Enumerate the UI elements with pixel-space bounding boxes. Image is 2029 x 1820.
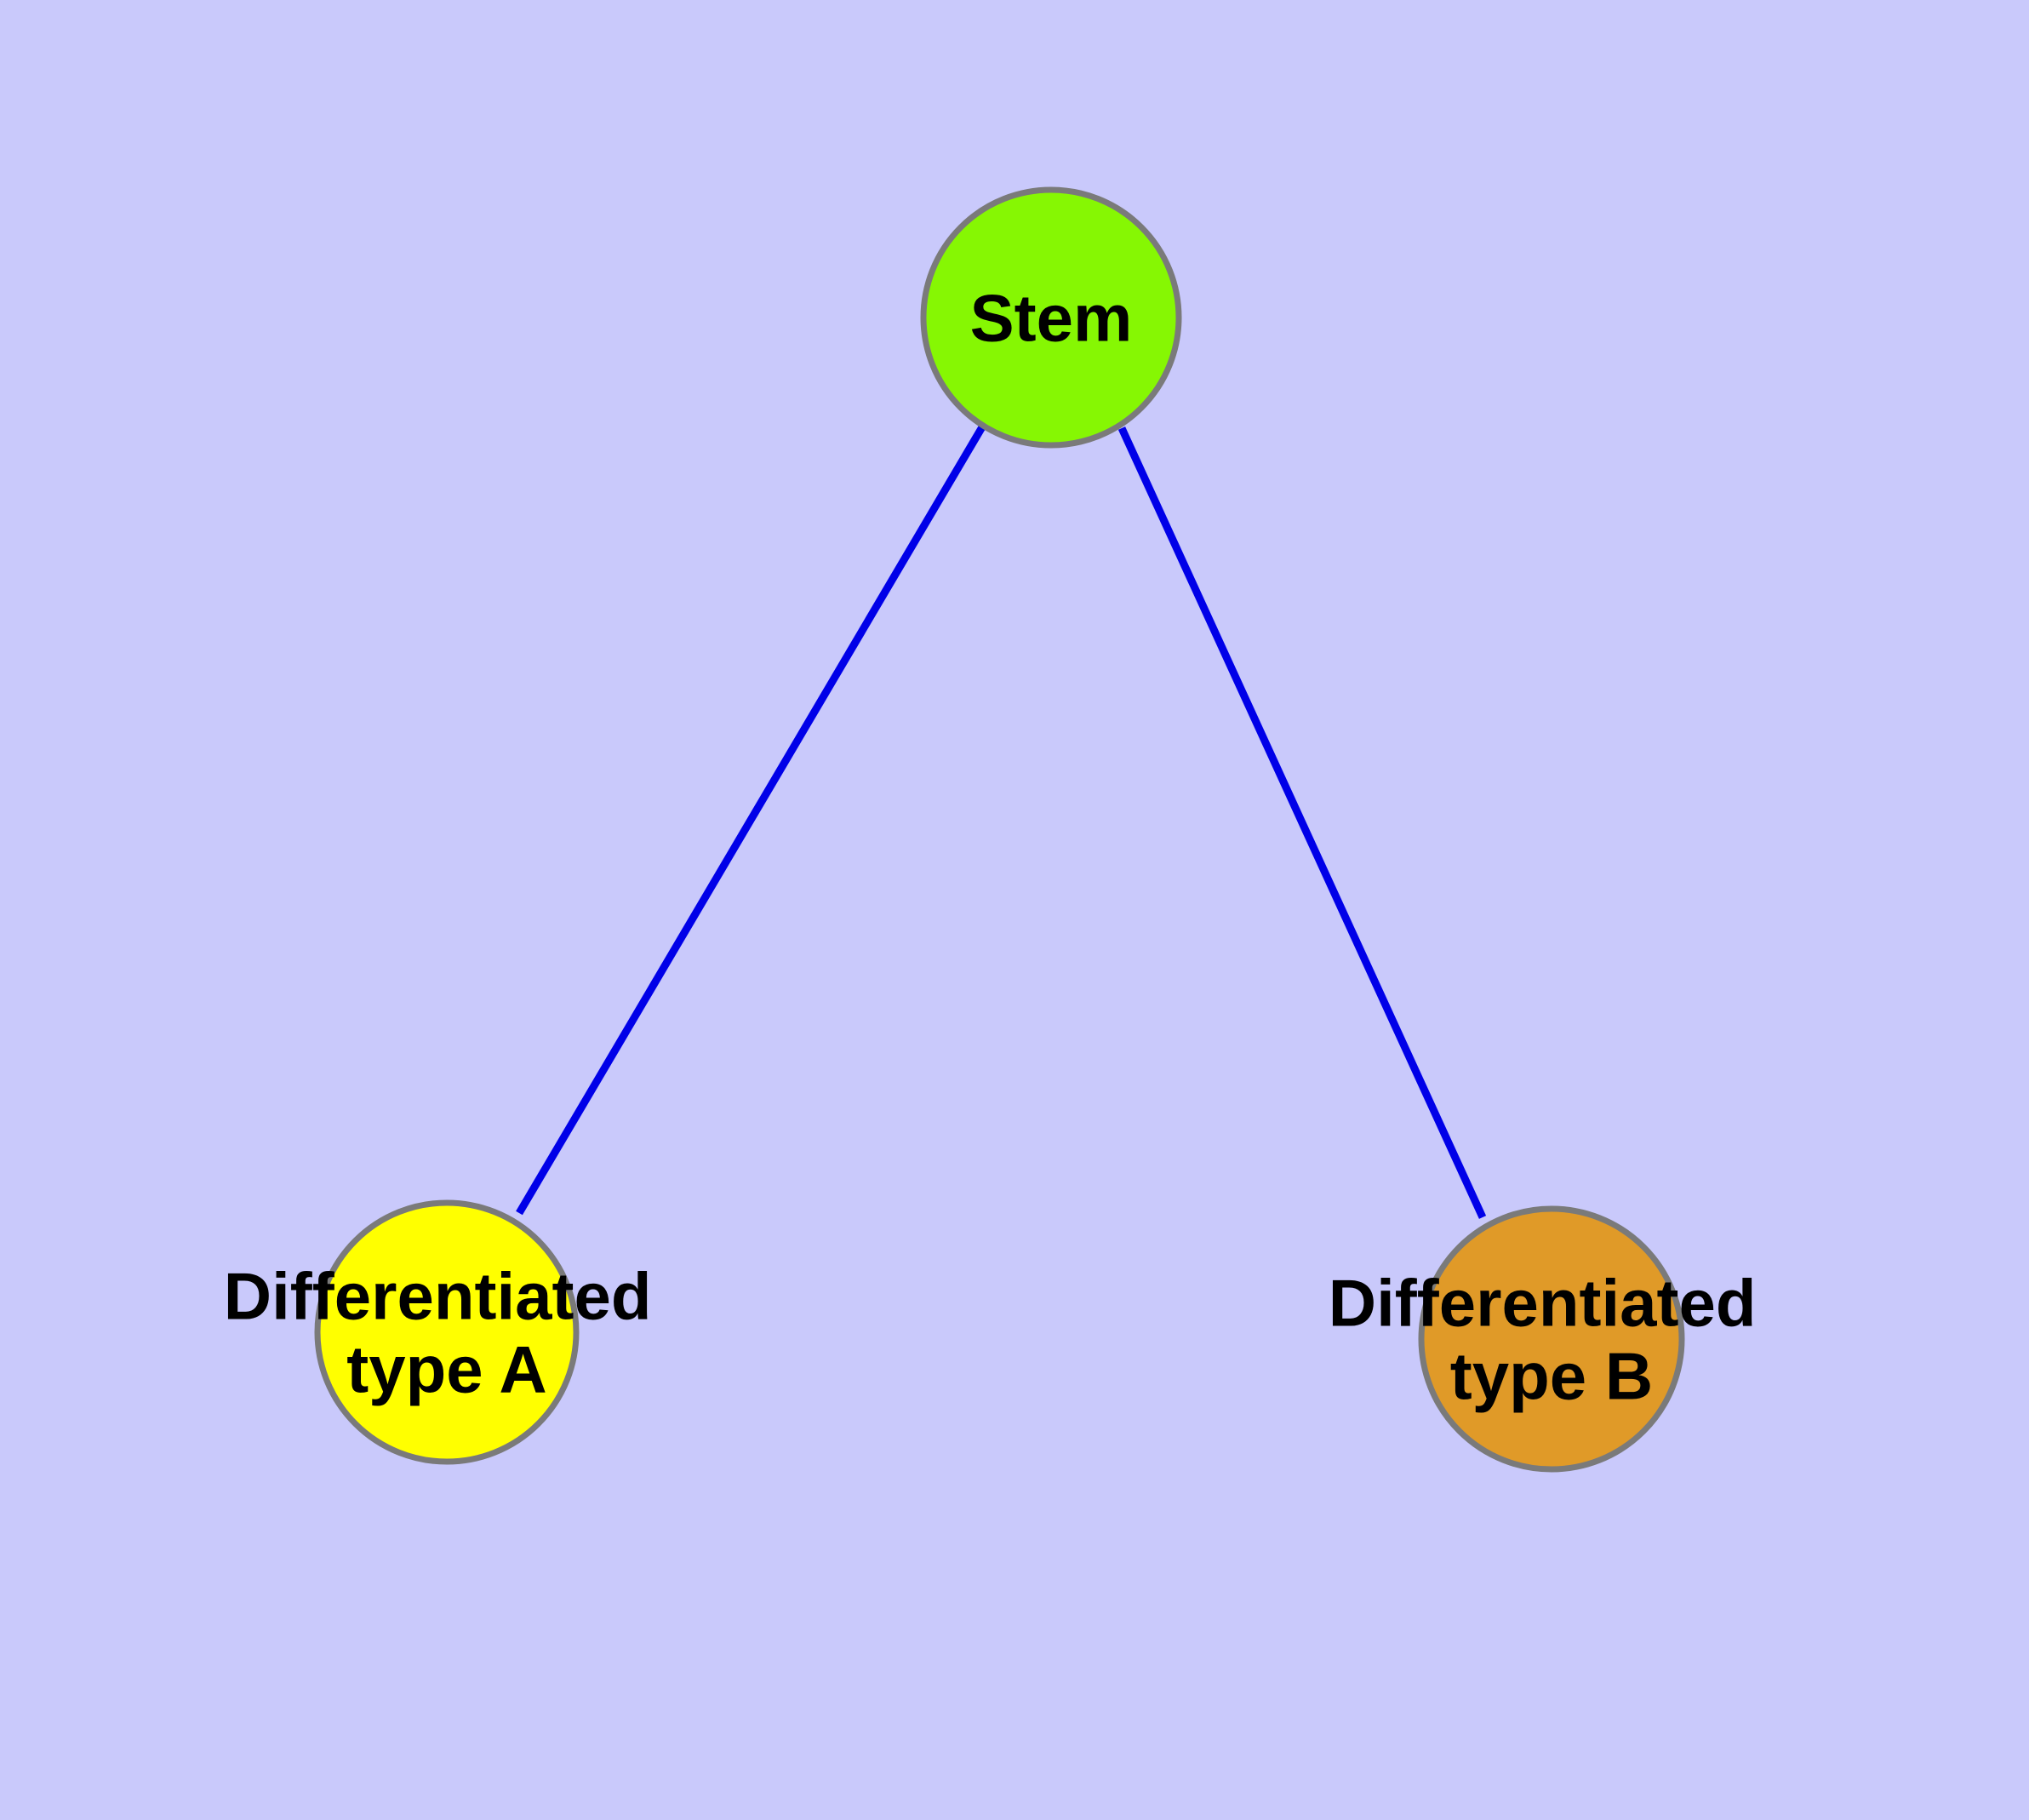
node-stem-label: Stem (970, 280, 1133, 355)
node-differentiated-type-a-circle[interactable] (314, 1199, 580, 1465)
node-differentiated-type-b-label-line-1: Differentiated (1329, 1265, 1757, 1340)
node-differentiated-type-b[interactable]: Differentiated type B (1329, 1205, 1775, 1473)
node-differentiated-type-a-label-line-1: Differentiated (224, 1258, 652, 1333)
node-differentiated-type-b-label-line-2: type B (1450, 1338, 1653, 1413)
nodes-layer: Stem Differentiated type A Differentiate… (224, 186, 1775, 1473)
edge-stem-to-differentiated-type-b[interactable] (1117, 426, 1487, 1219)
node-differentiated-type-b-circle[interactable] (1418, 1205, 1685, 1473)
edge-stem-to-differentiated-type-a[interactable] (516, 423, 986, 1216)
node-differentiated-type-a-label-line-2: type A (346, 1331, 547, 1406)
node-differentiated-type-a-label: Differentiated type A (224, 1258, 670, 1406)
node-differentiated-type-b-label: Differentiated type B (1329, 1265, 1775, 1413)
edges-layer (516, 423, 1487, 1219)
node-stem[interactable]: Stem (920, 186, 1182, 449)
node-stem-circle[interactable] (920, 186, 1182, 449)
node-stem-label-line-1: Stem (970, 280, 1133, 355)
node-differentiated-type-a[interactable]: Differentiated type A (224, 1199, 670, 1465)
